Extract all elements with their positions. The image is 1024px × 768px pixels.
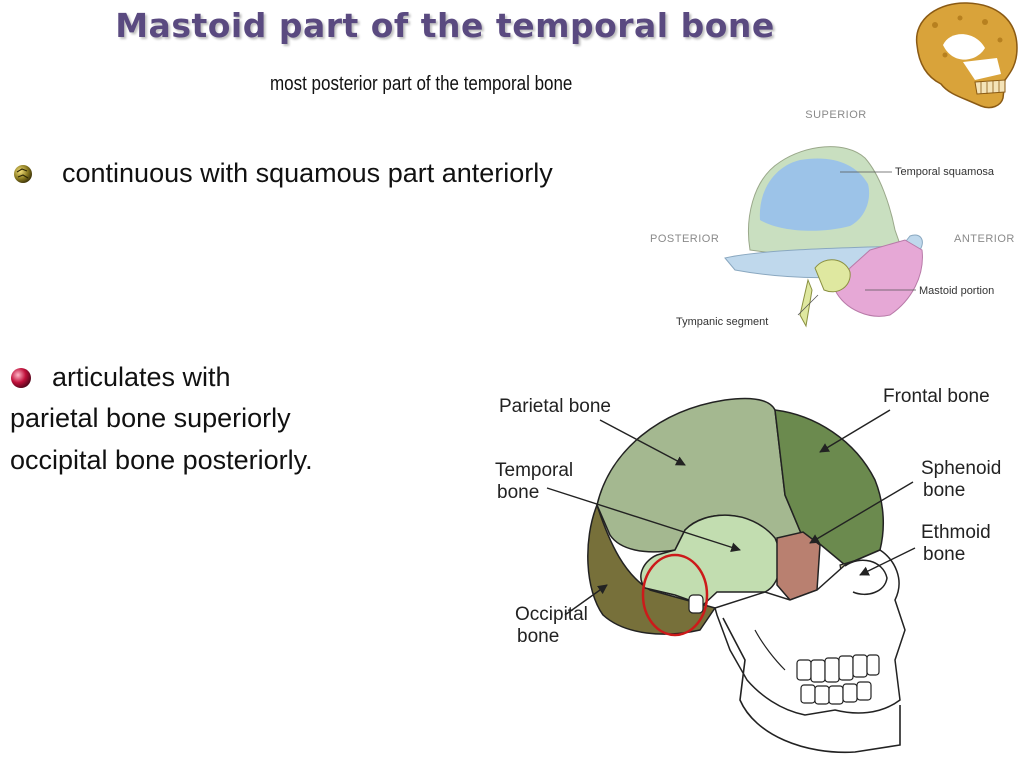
bullet-continuous: continuous with squamous part anteriorly	[12, 158, 553, 189]
label-frontal-bone: Frontal bone	[883, 386, 990, 407]
occipital-bone-region	[587, 502, 717, 635]
text-parietal-superiorly: parietal bone superiorly	[10, 403, 291, 433]
mastoid-portion-region	[834, 239, 923, 317]
tympanic-segment-region	[814, 259, 851, 293]
label-ethmoid-line1: Ethmoid	[921, 522, 991, 543]
temporal-bone-diagram: SUPERIOR POSTERIOR ANTERIOR Temporal squ…	[650, 109, 1015, 328]
slide-subtitle: most posterior part of the temporal bone	[270, 73, 573, 95]
label-sphenoid-line2: bone	[923, 480, 965, 501]
label-occipital-line2: bone	[517, 626, 559, 647]
gold-sphere-bullet-icon	[14, 164, 32, 183]
text-occipital-posteriorly: occipital bone posteriorly.	[10, 445, 313, 475]
label-ethmoid-line2: bone	[923, 544, 965, 565]
slide-title: Mastoid part of the temporal bone	[115, 6, 775, 45]
label-anterior: ANTERIOR	[954, 233, 1015, 245]
bullet-text-continuous: continuous with squamous part anteriorly	[62, 158, 553, 188]
label-temporal-squamosa: Temporal squamosa	[895, 166, 995, 178]
teeth-group	[796, 654, 880, 705]
skull-thumbnail-image	[915, 2, 1018, 109]
sphenoid-bone-region	[776, 531, 821, 601]
red-sphere-bullet-icon	[11, 367, 31, 388]
label-parietal-bone: Parietal bone	[499, 396, 611, 417]
bullet-articulates: articulates with	[10, 362, 231, 393]
skull-bones-diagram: Parietal bone Frontal bone Temporal bone…	[495, 386, 1001, 754]
label-sphenoid-line1: Sphenoid	[921, 458, 1001, 479]
label-mastoid-portion: Mastoid portion	[919, 285, 994, 297]
label-posterior: POSTERIOR	[650, 233, 719, 245]
label-tympanic-segment: Tympanic segment	[676, 316, 768, 328]
label-temporal-line2: bone	[497, 482, 539, 503]
mastoid-highlight-circle	[641, 553, 709, 637]
label-temporal-line1: Temporal	[495, 460, 573, 481]
label-superior: SUPERIOR	[805, 109, 866, 121]
label-occipital-line1: Occipital	[515, 604, 588, 625]
bullet-text-articulates: articulates with	[52, 362, 231, 392]
